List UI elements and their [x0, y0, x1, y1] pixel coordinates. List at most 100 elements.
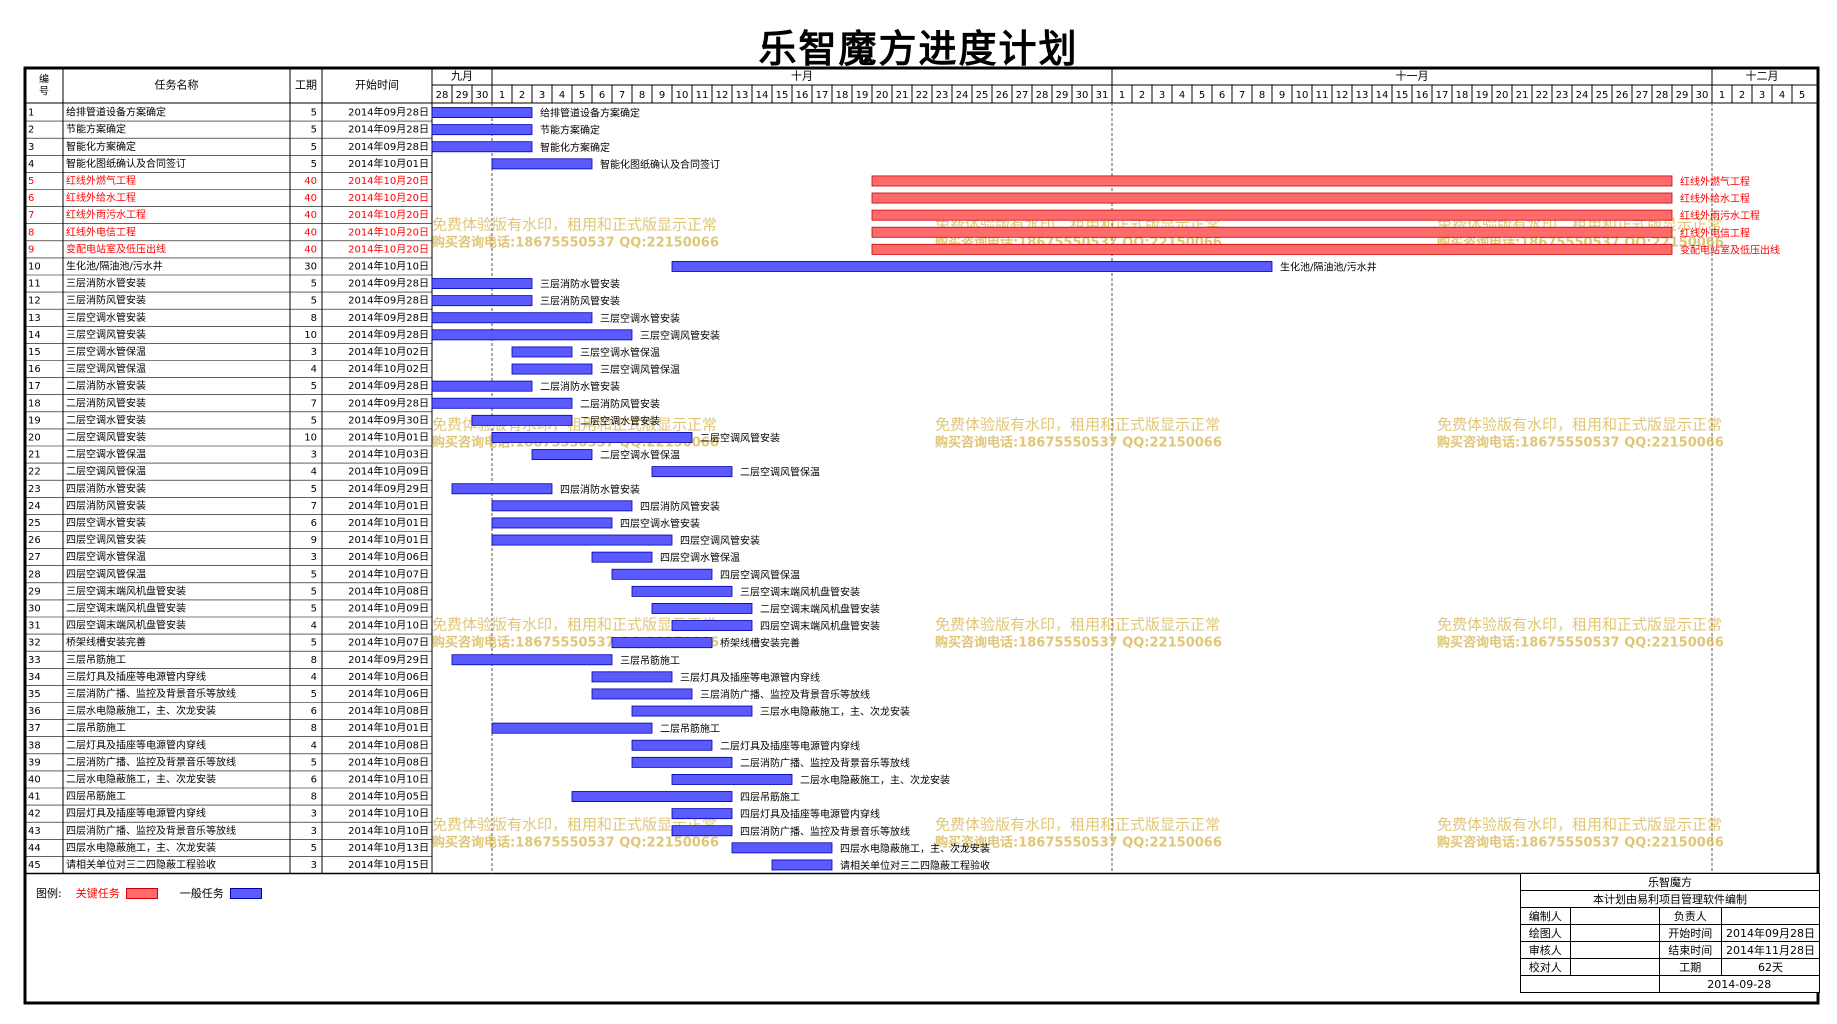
day-label: 26	[1616, 90, 1629, 101]
task-bar	[631, 756, 733, 768]
day-label: 30	[1076, 90, 1089, 101]
task-id: 12	[28, 296, 41, 307]
task-id: 10	[28, 261, 41, 272]
legend-critical-label: 关键任务	[75, 887, 120, 900]
task-duration: 3	[311, 860, 317, 871]
day-label: 31	[1096, 90, 1109, 101]
day-label: 19	[1476, 90, 1489, 101]
tb-compiler-label: 编制人	[1520, 907, 1571, 925]
task-name: 请相关单位对三二四隐蔽工程验收	[66, 858, 216, 871]
task-id: 8	[28, 227, 34, 238]
day-label: 29	[1056, 90, 1069, 101]
bar-label: 红线外电信工程	[1680, 226, 1750, 239]
day-label: 17	[816, 90, 829, 101]
task-start: 2014年10月08日	[348, 704, 429, 717]
task-bar	[491, 534, 673, 546]
task-name: 红线外电信工程	[66, 225, 136, 238]
bar-label: 三层空调水管保温	[580, 346, 660, 359]
task-duration: 7	[311, 398, 317, 409]
task-duration: 5	[311, 108, 317, 119]
task-id: 11	[28, 279, 41, 290]
bar-label: 二层消防广播、监控及背景音乐等放线	[740, 756, 910, 769]
task-id: 4	[28, 159, 34, 170]
task-id: 16	[28, 364, 41, 375]
bar-label: 给排管道设备方案确定	[540, 107, 640, 120]
task-id: 44	[28, 843, 41, 854]
task-duration: 40	[304, 244, 317, 255]
day-label: 17	[1436, 90, 1449, 101]
task-bar	[431, 312, 593, 324]
task-start: 2014年10月08日	[348, 738, 429, 751]
task-start: 2014年10月01日	[348, 157, 429, 170]
header-name: 任务名称	[155, 78, 199, 92]
task-duration: 8	[311, 655, 317, 666]
task-duration: 40	[304, 227, 317, 238]
critical-task-bar	[871, 209, 1673, 221]
task-start: 2014年09月28日	[348, 294, 429, 307]
task-duration: 40	[304, 210, 317, 221]
task-bar	[491, 431, 693, 443]
day-label: 28	[436, 90, 449, 101]
day-label: 24	[1576, 90, 1589, 101]
bar-label: 智能化方案确定	[540, 141, 610, 154]
task-duration: 5	[311, 586, 317, 597]
day-label: 3	[539, 90, 545, 101]
tb-compiler-value	[1569, 907, 1660, 925]
day-label: 9	[1279, 90, 1285, 101]
tb-note: 本计划由易利项目管理软件编制	[1520, 890, 1820, 908]
day-label: 21	[1516, 90, 1529, 101]
task-name: 三层空调水管安装	[66, 311, 146, 324]
tb-start-value: 2014年09月28日	[1721, 924, 1820, 942]
bar-label: 三层空调风管保温	[600, 363, 680, 376]
task-duration: 8	[311, 792, 317, 803]
task-start: 2014年10月03日	[348, 448, 429, 461]
task-duration: 5	[311, 142, 317, 153]
task-id: 6	[28, 193, 34, 204]
task-name: 二层空调末端风机盘管安装	[66, 601, 186, 614]
day-label: 23	[1556, 90, 1569, 101]
bar-label: 二层消防水管安装	[540, 380, 620, 393]
task-start: 2014年10月01日	[348, 533, 429, 546]
task-name: 四层消防广播、监控及背景音乐等放线	[66, 824, 236, 837]
task-id: 36	[28, 706, 41, 717]
bar-label: 三层空调水管安装	[600, 312, 680, 325]
task-bar	[451, 654, 613, 666]
tb-end-label: 结束时间	[1658, 941, 1723, 959]
day-label: 21	[896, 90, 909, 101]
task-name: 三层空调水管保温	[66, 345, 146, 358]
legend: 图例: 关键任务 一般任务	[36, 885, 284, 901]
bar-label: 红线外雨污水工程	[1680, 209, 1760, 222]
tb-duration-value: 62天	[1721, 958, 1820, 976]
task-name: 四层空调末端风机盘管安装	[66, 619, 186, 632]
task-id: 14	[28, 330, 41, 341]
day-label: 29	[456, 90, 469, 101]
task-bar	[491, 500, 633, 512]
task-duration: 4	[311, 740, 317, 751]
day-label: 29	[1676, 90, 1689, 101]
task-id: 24	[28, 501, 41, 512]
task-start: 2014年10月06日	[348, 550, 429, 563]
task-start: 2014年10月01日	[348, 721, 429, 734]
task-name: 三层消防水管安装	[66, 277, 146, 290]
task-bar	[451, 483, 553, 495]
task-bar	[511, 363, 593, 375]
task-bar	[591, 688, 693, 700]
task-start: 2014年10月10日	[348, 772, 429, 785]
task-start: 2014年10月01日	[348, 499, 429, 512]
task-id: 33	[28, 655, 41, 666]
task-start: 2014年10月20日	[348, 208, 429, 221]
task-bar	[591, 671, 673, 683]
task-bar	[431, 295, 533, 307]
task-duration: 3	[311, 347, 317, 358]
task-start: 2014年10月07日	[348, 567, 429, 580]
watermark-line2: 购买咨询电话:18675550537 QQ:22150066	[935, 435, 1222, 451]
day-label: 18	[1456, 90, 1469, 101]
task-duration: 5	[311, 279, 317, 290]
watermark-line1: 免费体验版有水印，租用和正式版显示正常	[1437, 616, 1722, 634]
task-bar	[671, 825, 733, 837]
task-name: 三层空调风管保温	[66, 362, 146, 375]
task-name: 四层吊筋施工	[66, 790, 126, 803]
watermark-line2: 购买咨询电话:18675550537 QQ:22150066	[432, 835, 719, 851]
bar-label: 三层消防广播、监控及背景音乐等放线	[700, 688, 870, 701]
